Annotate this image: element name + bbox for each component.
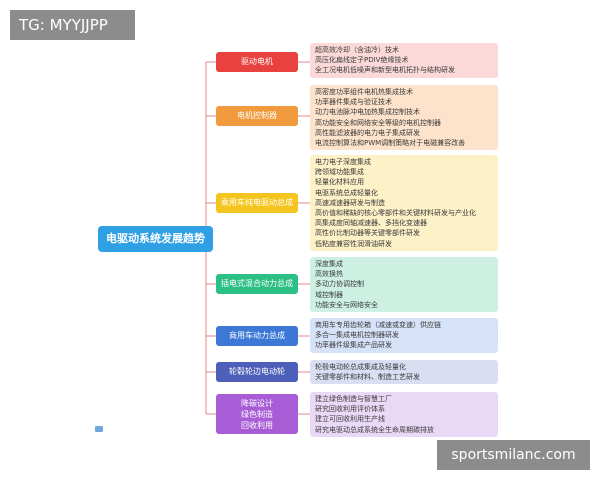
- list-item: 关键零部件和材料、制造工艺研发: [315, 373, 420, 382]
- list-item: 功率器件级集成产品研发: [315, 341, 392, 350]
- branch-label: 电机控制器: [237, 111, 277, 120]
- branch-node-hub-motor: 轮毂轮边电动轮: [216, 362, 298, 382]
- branch-node-commercial: 商用车动力总成: [216, 326, 298, 346]
- branch-label: 绿色制造: [241, 409, 273, 419]
- list-item: 研究电驱动总成系统全生命周期碳排放: [315, 425, 434, 434]
- list-item: 高集成度同轴减速器、多挡化变速器: [315, 219, 427, 228]
- list-item: 建立绿色制造与智慧工厂: [315, 395, 392, 403]
- list-item: 高密度功率组件电机热集成技术: [315, 88, 413, 96]
- list-item: 高性能滤波器的电力电子集成研发: [315, 128, 420, 137]
- list-item: 超高效冷却（含油冷）技术: [315, 46, 399, 54]
- group-green: 建立绿色制造与智慧工厂 研究回收利用评价体系 建立可回收利用生产线 研究电驱动总…: [310, 392, 498, 437]
- list-item: 轻量化材料应用: [315, 178, 364, 187]
- group-phev: 深度集成 高效换热 多动力协调控制 域控制器 功能安全与网络安全: [310, 257, 498, 313]
- branch-label: 驱动电机: [241, 57, 273, 66]
- watermark-bottom: sportsmilanc.com: [437, 440, 590, 470]
- group-motor: 超高效冷却（含油冷）技术 高压化扁线定子PDIV绝缘技术 全工况电机低噪声和新型…: [310, 43, 498, 78]
- branch-label: 插电式混合动力总成: [221, 279, 293, 288]
- branch-node-phev: 插电式混合动力总成: [216, 274, 298, 294]
- list-item: 多动力协调控制: [315, 280, 364, 289]
- group-controller: 高密度功率组件电机热集成技术 功率器件集成与验证技术 动力电池脉冲电加热集成控制…: [310, 85, 498, 151]
- list-item: 高速减速器研发与制造: [315, 198, 385, 207]
- list-item: 高功能安全和网络安全等级的电机控制器: [315, 118, 441, 127]
- list-item: 高压化扁线定子PDIV绝缘技术: [315, 56, 409, 65]
- list-item: 低粘度兼容性润滑油研发: [315, 239, 392, 248]
- branch-label: 轮毂轮边电动轮: [229, 367, 285, 376]
- branch-node-controller: 电机控制器: [216, 106, 298, 126]
- root-node: 电驱动系统发展趋势: [98, 226, 213, 252]
- list-item: 建立可回收利用生产线: [315, 415, 385, 424]
- watermark-top: TG: MYYJJPP: [10, 10, 135, 40]
- branch-label: 乘用车纯电驱动总成: [221, 198, 293, 207]
- list-item: 高价值和稀缺的核心零部件和关键材料研发与产业化: [315, 209, 476, 218]
- list-item: 电流控制算法和PWM调制策略对于电磁兼容改善: [315, 139, 466, 148]
- list-item: 跨领域功能集成: [315, 168, 364, 177]
- list-item: 研究回收利用评价体系: [315, 405, 385, 414]
- list-item: 商用车专用齿轮箱（减速或变速）供应链: [315, 321, 441, 329]
- list-item: 功率器件集成与验证技术: [315, 98, 392, 107]
- list-item: 高性价比制动器等关键零部件研发: [315, 229, 420, 238]
- image-icon: [95, 426, 103, 432]
- list-item: 电驱系统总成轻量化: [315, 188, 378, 197]
- branch-node-green: 降碳设计 绿色制造 回收利用: [216, 394, 298, 434]
- list-item: 全工况电机低噪声和新型电机拓扑与结构研发: [315, 66, 455, 75]
- group-hub-motor: 轮毂电动轮总成集成及轻量化 关键零部件和材料、制造工艺研发: [310, 360, 498, 385]
- branch-node-motor: 驱动电机: [216, 52, 298, 72]
- list-item: 动力电池脉冲电加热集成控制技术: [315, 108, 420, 117]
- list-item: 电力电子深度集成: [315, 158, 371, 166]
- list-item: 高效换热: [315, 270, 343, 279]
- list-item: 功能安全与网络安全: [315, 300, 378, 309]
- list-item: 深度集成: [315, 260, 343, 268]
- branch-label: 商用车动力总成: [229, 331, 285, 340]
- group-commercial: 商用车专用齿轮箱（减速或变速）供应链 多合一集成电机控制器研发 功率器件级集成产…: [310, 318, 498, 353]
- branch-node-passenger-ev: 乘用车纯电驱动总成: [216, 193, 298, 213]
- list-item: 域控制器: [315, 290, 343, 299]
- branch-label: 降碳设计: [241, 398, 273, 408]
- group-passenger-ev: 电力电子深度集成 跨领域功能集成 轻量化材料应用 电驱系统总成轻量化 高速减速器…: [310, 155, 498, 251]
- list-item: 多合一集成电机控制器研发: [315, 331, 399, 340]
- list-item: 轮毂电动轮总成集成及轻量化: [315, 363, 406, 371]
- branch-label: 回收利用: [241, 420, 273, 430]
